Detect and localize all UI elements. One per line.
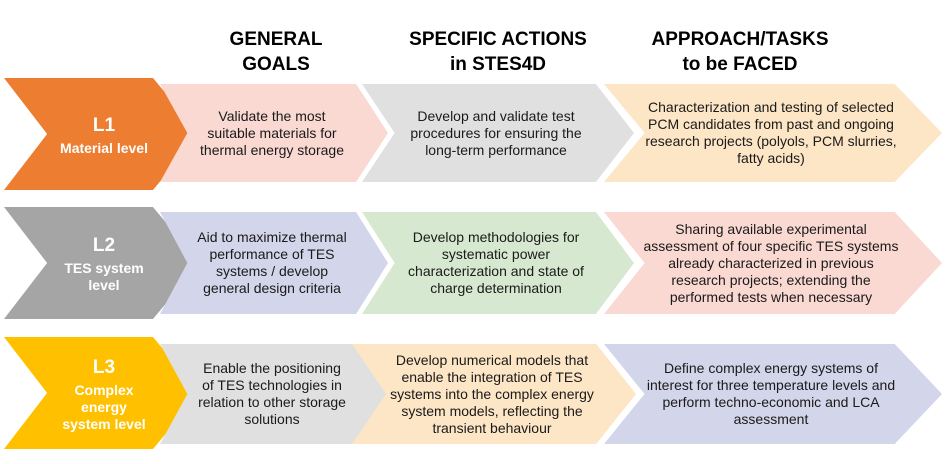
level-l3-code: L3 — [92, 356, 116, 378]
row3-approach: Define complex energy systems of interes… — [604, 344, 942, 444]
header-approach-tasks-line2: to be FACED — [682, 54, 798, 75]
row1-general-goal: Validate the most suitable materials for… — [160, 84, 388, 182]
header-general-goals-line1: GENERAL — [229, 29, 323, 50]
row2-specific-action: Develop methodologies for systematic pow… — [362, 212, 634, 314]
row1-specific-action-text: Develop and validate test procedures for… — [410, 107, 582, 158]
header-approach-tasks: APPROACH/TASKS to be FACED — [630, 27, 850, 77]
row3-general-goal: Enable the positioning of TES technologi… — [160, 344, 388, 444]
level-l1-name: Material level — [60, 139, 148, 156]
row2-approach-text: Sharing available experimental assessmen… — [643, 220, 899, 305]
level-l1-code: L1 — [92, 114, 116, 136]
row1-general-goal-text: Validate the most suitable materials for… — [200, 107, 344, 158]
row2-approach: Sharing available experimental assessmen… — [604, 212, 942, 314]
row3-specific-action-text: Develop numerical models that enable the… — [390, 351, 594, 436]
header-specific-actions-line2: in STES4D — [449, 54, 547, 75]
row1-specific-action: Develop and validate test procedures for… — [362, 84, 634, 182]
header-approach-tasks-line1: APPROACH/TASKS — [651, 29, 829, 50]
row2-general-goal: Aid to maximize thermal performance of T… — [160, 212, 388, 314]
row1-approach-text: Characterization and testing of selected… — [645, 99, 897, 166]
header-general-goals: GENERAL GOALS — [196, 27, 356, 77]
header-specific-actions: SPECIFIC ACTIONS in STES4D — [393, 27, 603, 77]
row3-specific-action: Develop numerical models that enable the… — [352, 344, 636, 444]
level-l3-name: Complex energy system level — [62, 381, 146, 432]
row3-approach-text: Define complex energy systems of interes… — [646, 360, 896, 427]
header-general-goals-line2: GOALS — [242, 54, 310, 75]
row2-specific-action-text: Develop methodologies for systematic pow… — [408, 229, 584, 296]
row3-general-goal-text: Enable the positioning of TES technologi… — [198, 360, 346, 427]
level-l2-code: L2 — [92, 235, 116, 256]
level-l2-name: TES system level — [64, 260, 144, 293]
row1-approach: Characterization and testing of selected… — [604, 84, 942, 182]
header-specific-actions-line1: SPECIFIC ACTIONS — [409, 29, 587, 50]
row2-general-goal-text: Aid to maximize thermal performance of T… — [197, 229, 347, 296]
